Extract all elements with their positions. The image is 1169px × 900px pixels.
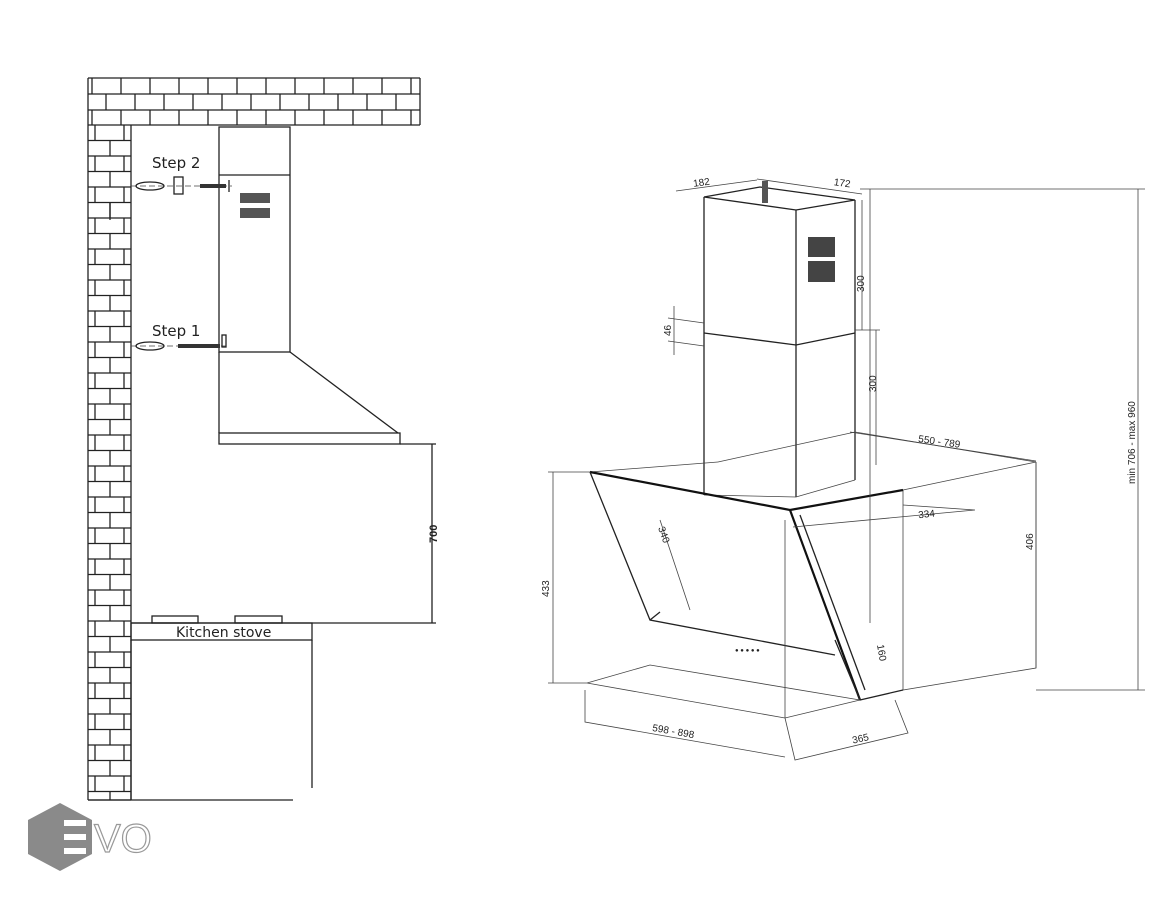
dim-46: 46 (663, 324, 674, 336)
dim-total-height: min 706 - max 960 (1127, 401, 1138, 484)
height-dimension: 700 (400, 443, 440, 623)
dim-365: 365 (851, 732, 870, 746)
brick-wall (87, 77, 421, 801)
vent-icon (808, 237, 835, 282)
dim-172: 172 (833, 177, 851, 190)
dim-433: 433 (541, 580, 552, 597)
step2-fixing (131, 176, 232, 195)
dim-160: 160 (874, 644, 888, 663)
step2-label: Step 2 (152, 154, 200, 172)
dim-340: 340 (655, 525, 671, 545)
kitchen-stove: Kitchen stove (88, 615, 436, 801)
dim-334: 334 (918, 508, 936, 521)
step1-label: Step 1 (152, 322, 200, 340)
dim-300-lower: 300 (868, 375, 879, 392)
dim-182: 182 (693, 177, 711, 190)
height-700-label: 700 (428, 525, 440, 543)
svg-text:● ● ● ● ●: ● ● ● ● ● (735, 648, 760, 654)
dim-550-789: 550 - 789 (918, 434, 962, 451)
vent-icon (240, 193, 270, 218)
hood-3d-drawing: ● ● ● ● ● (548, 178, 1145, 761)
dim-598-898: 598 - 898 (651, 723, 695, 741)
kitchen-stove-label: Kitchen stove (176, 625, 271, 641)
svg-text:VO: VO (94, 817, 152, 861)
dim-406: 406 (1025, 533, 1036, 550)
step1-fixing (131, 334, 227, 351)
evo-logo: VO (28, 803, 152, 871)
hood-side-view (218, 126, 401, 445)
dim-300-upper: 300 (856, 275, 867, 292)
